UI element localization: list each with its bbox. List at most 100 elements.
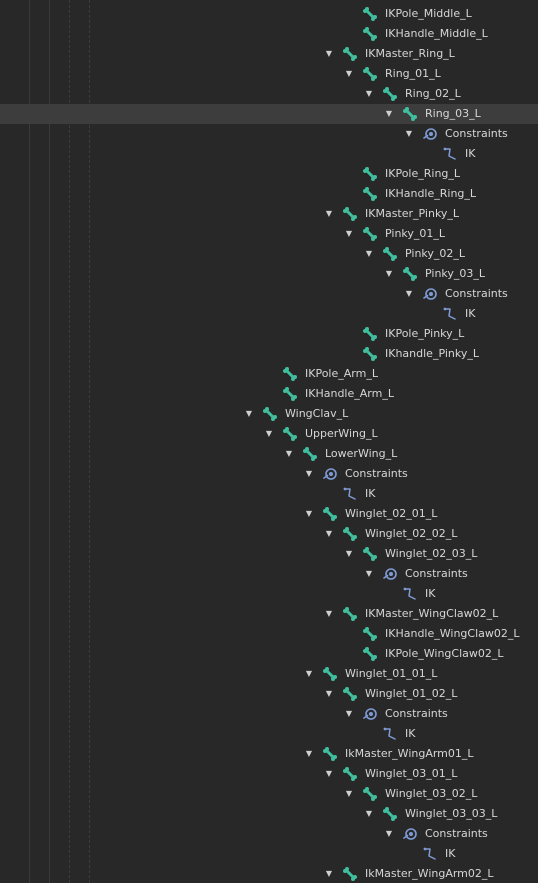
tree-row-bone[interactable]: ▼Pinky_03_L [0,264,538,284]
tree-guide-line [29,0,30,883]
tree-row-ik-constraint[interactable]: IK [0,484,538,504]
bone-icon [322,666,338,682]
tree-row-ik-constraint[interactable]: IK [0,584,538,604]
expand-toggle-icon[interactable]: ▼ [325,609,333,618]
tree-guide-line [49,0,50,883]
bone-icon [322,506,338,522]
bone-icon [362,326,378,342]
expand-toggle-icon[interactable]: ▼ [345,229,353,238]
tree-row-label: IK [365,487,376,500]
expand-toggle-icon[interactable]: ▼ [345,549,353,558]
tree-row-bone[interactable]: ▼Winglet_03_03_L [0,804,538,824]
expand-toggle-icon[interactable]: ▼ [365,249,373,258]
tree-row-bone[interactable]: ▼LowerWing_L [0,444,538,464]
tree-row-bone[interactable]: IKPole_WingClaw02_L [0,644,538,664]
expand-toggle-icon[interactable]: ▼ [305,669,313,678]
expand-toggle-icon[interactable]: ▼ [325,209,333,218]
tree-row-bone[interactable]: IKPole_Middle_L [0,4,538,24]
tree-row-bone[interactable]: ▼Pinky_02_L [0,244,538,264]
tree-row-bone[interactable]: IKhandle_Pinky_L [0,344,538,364]
constraint-icon [382,566,398,582]
tree-row-bone[interactable]: IKHandle_Middle_L [0,24,538,44]
tree-row-bone[interactable]: ▼Winglet_01_01_L [0,664,538,684]
expand-toggle-icon[interactable]: ▼ [245,409,253,418]
tree-row-constraints[interactable]: ▼ Constraints [0,284,538,304]
tree-row-bone[interactable]: ▼ Ring_01_L [0,64,538,84]
tree-row-bone[interactable]: ▼IKMaster_Pinky_L [0,204,538,224]
expand-toggle-icon[interactable]: ▼ [325,689,333,698]
tree-row-bone[interactable]: ▼Winglet_03_01_L [0,764,538,784]
constraint-icon [362,706,378,722]
tree-row-label: IK [445,847,456,860]
tree-row-ik-constraint[interactable]: IK [0,304,538,324]
tree-row-bone[interactable]: IKPole_Pinky_L [0,324,538,344]
expand-toggle-icon[interactable]: ▼ [385,269,393,278]
expand-toggle-icon[interactable]: ▼ [365,809,373,818]
expand-toggle-icon[interactable]: ▼ [305,749,313,758]
bone-icon [342,866,358,882]
expand-toggle-icon[interactable]: ▼ [285,449,293,458]
tree-row-bone[interactable]: ▼UpperWing_L [0,424,538,444]
expand-toggle-icon[interactable]: ▼ [345,709,353,718]
tree-row-label: Constraints [405,567,468,580]
tree-row-constraints[interactable]: ▼ Constraints [0,564,538,584]
tree-row-bone[interactable]: ▼IkMaster_WingArm01_L [0,744,538,764]
bone-icon [362,646,378,662]
bone-icon [282,386,298,402]
bone-icon [402,106,418,122]
tree-row-ik-constraint[interactable]: IK [0,724,538,744]
tree-row-bone[interactable]: IKPole_Ring_L [0,164,538,184]
tree-row-bone[interactable]: IKHandle_Ring_L [0,184,538,204]
expand-toggle-icon[interactable]: ▼ [305,469,313,478]
tree-row-label: Ring_01_L [385,67,441,80]
bone-icon [362,226,378,242]
tree-row-bone[interactable]: ▼ IKMaster_Ring_L [0,44,538,64]
expand-toggle-icon[interactable]: ▼ [325,529,333,538]
expand-toggle-icon[interactable]: ▼ [305,509,313,518]
tree-row-label: IKMaster_Ring_L [365,47,455,60]
tree-row-bone[interactable]: ▼Ring_02_L [0,84,538,104]
bone-icon [342,46,358,62]
expand-toggle-icon[interactable]: ▼ [365,89,373,98]
tree-row-bone[interactable]: ▼Winglet_03_02_L [0,784,538,804]
tree-row-bone[interactable]: ▼Winglet_02_01_L [0,504,538,524]
tree-row-label: Constraints [445,287,508,300]
tree-row-bone[interactable]: ▼ Pinky_01_L [0,224,538,244]
tree-row-bone[interactable]: ▼ IkMaster_WingArm02_L [0,864,538,883]
expand-toggle-icon[interactable]: ▼ [325,769,333,778]
expand-toggle-icon[interactable]: ▼ [325,49,333,58]
ik-icon [442,146,458,162]
tree-row-ik-constraint[interactable]: IK [0,844,538,864]
tree-row-bone[interactable]: ▼Winglet_02_03_L [0,544,538,564]
constraint-icon [322,466,338,482]
tree-row-bone[interactable]: ▼Winglet_02_02_L [0,524,538,544]
bone-icon [362,166,378,182]
expand-toggle-icon[interactable]: ▼ [365,569,373,578]
expand-toggle-icon[interactable]: ▼ [385,109,393,118]
tree-row-label: IkMaster_WingArm02_L [365,867,494,880]
tree-row-bone[interactable]: ▼WingClav_L [0,404,538,424]
tree-row-ik-constraint[interactable]: IK [0,144,538,164]
tree-row-bone[interactable]: IKHandle_WingClaw02_L [0,624,538,644]
expand-toggle-icon[interactable]: ▼ [405,289,413,298]
tree-row-label: IKHandle_Ring_L [385,187,477,200]
expand-toggle-icon[interactable]: ▼ [385,829,393,838]
bone-icon [362,626,378,642]
expand-toggle-icon[interactable]: ▼ [265,429,273,438]
tree-row-constraints[interactable]: ▼Constraints [0,704,538,724]
tree-row-bone[interactable]: IKHandle_Arm_L [0,384,538,404]
tree-row-bone[interactable]: ▼Ring_03_L [0,104,538,124]
tree-row-bone[interactable]: ▼Winglet_01_02_L [0,684,538,704]
tree-row-label: Pinky_01_L [385,227,446,240]
expand-toggle-icon[interactable]: ▼ [345,69,353,78]
tree-row-bone[interactable]: IKPole_Arm_L [0,364,538,384]
tree-row-bone[interactable]: ▼IKMaster_WingClaw02_L [0,604,538,624]
expand-toggle-icon[interactable]: ▼ [405,129,413,138]
tree-row-constraints[interactable]: ▼Constraints [0,824,538,844]
expand-toggle-icon[interactable]: ▼ [345,789,353,798]
expand-toggle-icon[interactable]: ▼ [325,869,333,878]
tree-row-constraints[interactable]: ▼Constraints [0,464,538,484]
tree-row-constraints[interactable]: ▼Constraints [0,124,538,144]
bone-icon [262,406,278,422]
